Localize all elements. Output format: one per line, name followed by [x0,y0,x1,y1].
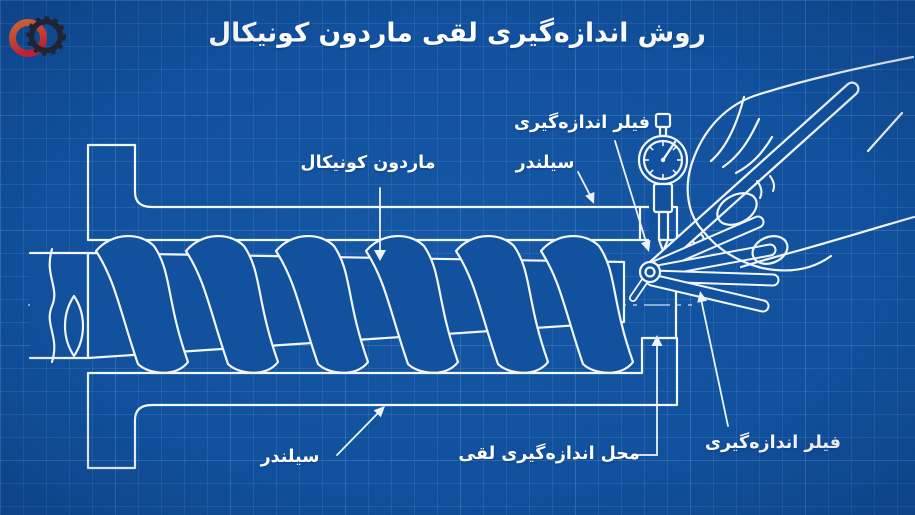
gauge-plunger [657,210,670,242]
shaft-break-lens [64,294,84,358]
feeler-top-arrowhead [640,240,651,252]
gauge-needle [661,140,677,162]
gauge-stem [652,182,674,214]
hand-sketch [686,55,915,272]
gauge-knob [654,112,672,129]
logo-gear-body [28,18,64,54]
cylinder-top-arrowhead [585,192,595,204]
gear-ring-logo-icon [9,16,66,57]
hand-outer-contour [686,55,915,233]
screw-flights [94,234,635,374]
feeler-fan-blades [645,215,780,313]
finger-crease-2 [721,117,761,169]
thumb-tip [716,192,758,226]
label-cylinder-top: سیلندر [515,153,575,174]
feeler-bottom-arrowhead [697,291,708,303]
cylinder-top-leader [577,171,592,198]
label-conical-screw: ماردون کونیکال [300,153,436,174]
feeler-top-leader [614,140,648,246]
gauge-center [660,157,666,163]
gauge-neck [658,125,668,138]
little-finger-line [866,111,904,153]
annotation-leaders [336,140,729,456]
gauge-plunger-tip [657,238,670,253]
fingertip [751,235,789,265]
conical-screw-drawing [28,234,635,374]
hand-lower-contour [739,215,915,269]
dial-indicator-icon [637,112,689,253]
cylinder-top-wall [86,143,679,242]
clearance-arrowhead [651,335,663,346]
cylinder-bottom-arrowhead [373,406,385,418]
shaft-break-line [48,247,56,364]
label-feeler-top: فیلر اندازه‌گیری [513,113,651,134]
finger-crease-1 [709,95,746,163]
label-feeler-bottom: فیلر اندازه‌گیری [704,433,842,454]
page-title: روش اندازه‌گیری لقی ماردون کونیکال [208,17,706,49]
label-cylinder-bottom: سیلندر [260,447,320,468]
cylinder-bottom-leader [336,411,380,456]
finger-crease-3 [734,135,774,175]
feeler-gauge-drawing [629,81,860,313]
logo-gear-teeth [26,16,66,56]
clearance-leader [634,342,658,456]
gauge-ticks [644,141,682,179]
screw-arrowhead [374,250,386,261]
label-clearance-location: محل اندازه‌گیری لقی [458,444,640,465]
knuckle-ticks [756,175,775,199]
feeler-pivot-hole [644,266,656,278]
feeler-bottom-leader [700,298,729,427]
logo-ring [9,19,47,57]
feeler-pivot-pin [638,260,662,284]
feeler-blade-stack [647,81,860,274]
curled-finger-contour [701,229,833,272]
